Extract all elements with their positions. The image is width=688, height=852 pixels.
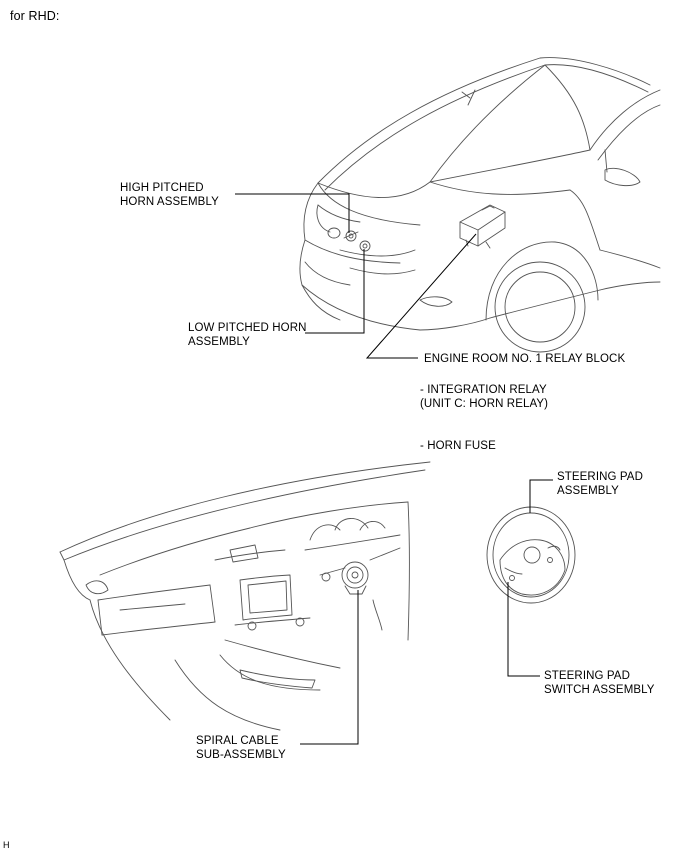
label-horn-fuse: - HORN FUSE	[420, 440, 496, 452]
label-steering-pad: STEERING PAD ASSEMBLY	[557, 471, 643, 497]
label-integration-relay: - INTEGRATION RELAY (UNIT C: HORN RELAY)	[420, 384, 549, 410]
relay-block	[459, 204, 506, 249]
dashboard-sketch	[59, 461, 431, 731]
variant-heading: for RHD:	[10, 9, 60, 23]
label-relay-block: ENGINE ROOM NO. 1 RELAY BLOCK	[424, 353, 626, 365]
leader-lines	[235, 193, 553, 745]
vehicle-sketch	[299, 57, 661, 353]
label-steering-pad-switch: STEERING PAD SWITCH ASSEMBLY	[544, 670, 655, 696]
label-low-pitched-horn: LOW PITCHED HORN ASSEMBLY	[188, 322, 307, 348]
steering-wheel	[486, 506, 576, 604]
label-high-pitched-horn: HIGH PITCHED HORN ASSEMBLY	[120, 182, 219, 208]
footer-code: H	[3, 840, 10, 850]
spiral-cable	[341, 561, 369, 595]
label-spiral-cable: SPIRAL CABLE SUB-ASSEMBLY	[196, 735, 286, 761]
horn-assemblies	[343, 230, 371, 252]
